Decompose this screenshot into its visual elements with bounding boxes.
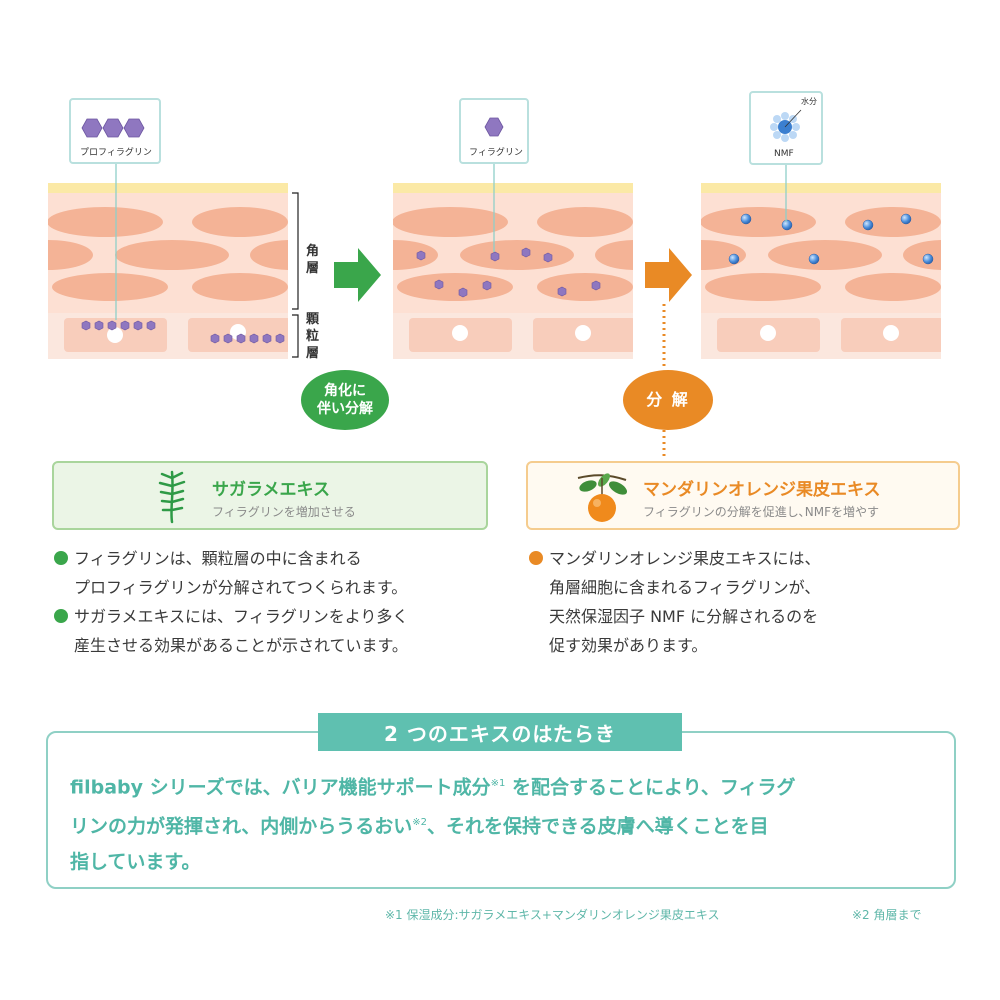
skin-panel-1: [48, 183, 288, 359]
list-item: マンダリンオレンジ果皮エキスには、 角層細胞に含まれるフィラグリンが、 天然保湿…: [529, 544, 821, 660]
summary-line1-b: を配合することにより、フィラグ: [505, 776, 796, 799]
mandarin-orange-icon: [577, 473, 628, 522]
filaggrin-molecule-icon: [484, 117, 504, 137]
summary-heading: 2 つのエキスのはたらき: [318, 713, 682, 751]
skin-panel-3: [701, 183, 941, 359]
step2-label: 分 解: [646, 389, 690, 409]
nmf-label: NMF: [774, 149, 794, 159]
bullets-right: マンダリンオレンジ果皮エキスには、 角層細胞に含まれるフィラグリンが、 天然保湿…: [529, 544, 821, 660]
arrow-orange-icon: [645, 248, 692, 302]
bullet-left-2-line1: サガラメエキスには、フィラグリンをより多く: [74, 607, 409, 626]
step-keratinization-badge: 角化に 伴い分解: [301, 370, 389, 430]
bullet-right-line1: マンダリンオレンジ果皮エキスには、: [549, 549, 821, 568]
extract-box-sagarame: サガラメエキス フィラグリンを増加させる: [52, 461, 488, 530]
summary-sup2: ※2: [412, 817, 427, 829]
skin-panel-2: [393, 183, 633, 359]
mandarin-subtitle: フィラグリンの分解を促進し､NMFを増やす: [643, 505, 879, 519]
summary-line1: filbaby シリーズでは、バリア機能サポート成分※1 を配合することにより、…: [70, 766, 930, 805]
nmf-water-icon: [770, 109, 802, 142]
bullet-right-line3: 天然保湿因子 NMF に分解されるのを: [549, 607, 819, 626]
step1-line1: 角化に: [324, 382, 366, 399]
step-decompose-badge: 分 解: [623, 370, 713, 430]
summary-sup1: ※1: [490, 778, 506, 789]
arrow-green-icon: [334, 248, 381, 302]
footnote-1: ※1 保湿成分:サガラメエキス+マンダリンオレンジ果皮エキス: [385, 908, 720, 922]
label-box-filaggrin: フィラグリン: [459, 98, 529, 164]
profilaggrin-label: プロフィラグリン: [80, 148, 152, 158]
water-label: 水分: [801, 97, 817, 106]
summary-line2: リンの力が発揮され、内側からうるおい※2、それを保持できる皮膚へ導くことを目: [70, 805, 930, 844]
bullet-right-line4: 促す効果があります。: [549, 636, 708, 655]
layer-label-granular: 顆粒層: [306, 312, 320, 361]
green-dot-icon: [54, 609, 68, 623]
skin-diagram: [48, 163, 941, 460]
sagarame-subtitle: フィラグリンを増加させる: [212, 505, 356, 519]
footnote-2: ※2 角層まで: [852, 908, 922, 922]
bullet-left-1-line1: フィラグリンは、顆粒層の中に含まれる: [74, 549, 362, 568]
list-item: サガラメエキスには、フィラグリンをより多く 産生させる効果があることが示されてい…: [54, 602, 408, 660]
mandarin-title: マンダリンオレンジ果皮エキス: [643, 480, 881, 500]
step1-line2: 伴い分解: [317, 401, 373, 417]
list-item: フィラグリンは、顆粒層の中に含まれる プロフィラグリンが分解されてつくられます。: [54, 544, 408, 602]
filaggrin-label: フィラグリン: [469, 148, 523, 158]
summary-line1-a: filbaby シリーズでは、バリア機能サポート成分: [70, 776, 491, 799]
seaweed-icon: [158, 470, 186, 524]
bullet-left-2-line2: 産生させる効果があることが示されています。: [74, 636, 408, 655]
orange-dot-icon: [529, 551, 543, 565]
sagarame-title: サガラメエキス: [212, 480, 330, 500]
green-dot-icon: [54, 551, 68, 565]
extract-box-mandarin: マンダリンオレンジ果皮エキス フィラグリンの分解を促進し､NMFを増やす: [526, 461, 960, 530]
layer-label-horny: 角層: [306, 244, 320, 276]
profilaggrin-molecule-icon: [81, 118, 145, 138]
label-box-profilaggrin: プロフィラグリン: [69, 98, 161, 164]
label-box-nmf: 水分 NMF: [749, 91, 823, 165]
summary-text: filbaby シリーズでは、バリア機能サポート成分※1 を配合することにより、…: [70, 766, 930, 880]
summary-line3: 指しています。: [70, 850, 201, 873]
bullet-left-1-line2: プロフィラグリンが分解されてつくられます。: [74, 578, 408, 597]
bullets-left: フィラグリンは、顆粒層の中に含まれる プロフィラグリンが分解されてつくられます。…: [54, 544, 408, 660]
layer-bracket: [292, 192, 299, 358]
summary-line2-b: 、それを保持できる皮膚へ導くことを目: [426, 815, 769, 838]
bullet-right-line2: 角層細胞に含まれるフィラグリンが、: [549, 578, 821, 597]
summary-line2-a: リンの力が発揮され、内側からうるおい: [70, 815, 413, 838]
